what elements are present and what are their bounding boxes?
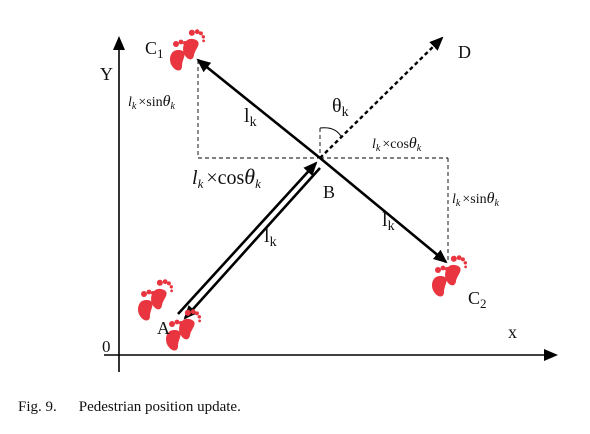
figure-caption: Fig. 9. Pedestrian position update. [18, 399, 241, 416]
sin-label-left: lk×sinθk [128, 93, 175, 112]
label-c1: C1 [145, 38, 164, 61]
label-b: B [323, 182, 335, 202]
label-a: A [157, 318, 170, 338]
step-arrow-b-a [183, 167, 321, 320]
cos-label-left: lk×cosθk [192, 164, 261, 191]
y-axis-label: Y [100, 64, 113, 84]
pedestrian-position-diagram: Y x 0 C1 C2 D B A lk lk lk θk lk×sinθk l… [100, 0, 558, 372]
sin-label-right: lk×sinθk [452, 190, 499, 209]
step-arrow-a-b [177, 161, 318, 315]
theta-label: θk [332, 95, 349, 120]
figure-number: Fig. 9. [18, 399, 57, 415]
origin-label: 0 [102, 337, 111, 356]
step-length-label-right: lk [382, 209, 395, 234]
label-d: D [458, 42, 471, 62]
footprint-icon [138, 277, 175, 320]
step-length-label-left: lk [264, 225, 277, 250]
figure-caption-text: Pedestrian position update. [78, 399, 241, 415]
label-c2: C2 [468, 288, 487, 311]
step-length-label-top: lk [244, 105, 257, 130]
footprint-icon [432, 253, 469, 296]
x-axis-label: x [508, 322, 517, 342]
footprint-icon [166, 307, 203, 350]
heading-line-bd [319, 36, 444, 159]
step-arrow-b-c2 [319, 156, 448, 264]
step-arrow-b-c1 [196, 58, 321, 160]
cos-label-right: lk×cosθk [372, 135, 422, 154]
theta-arc [319, 127, 343, 139]
